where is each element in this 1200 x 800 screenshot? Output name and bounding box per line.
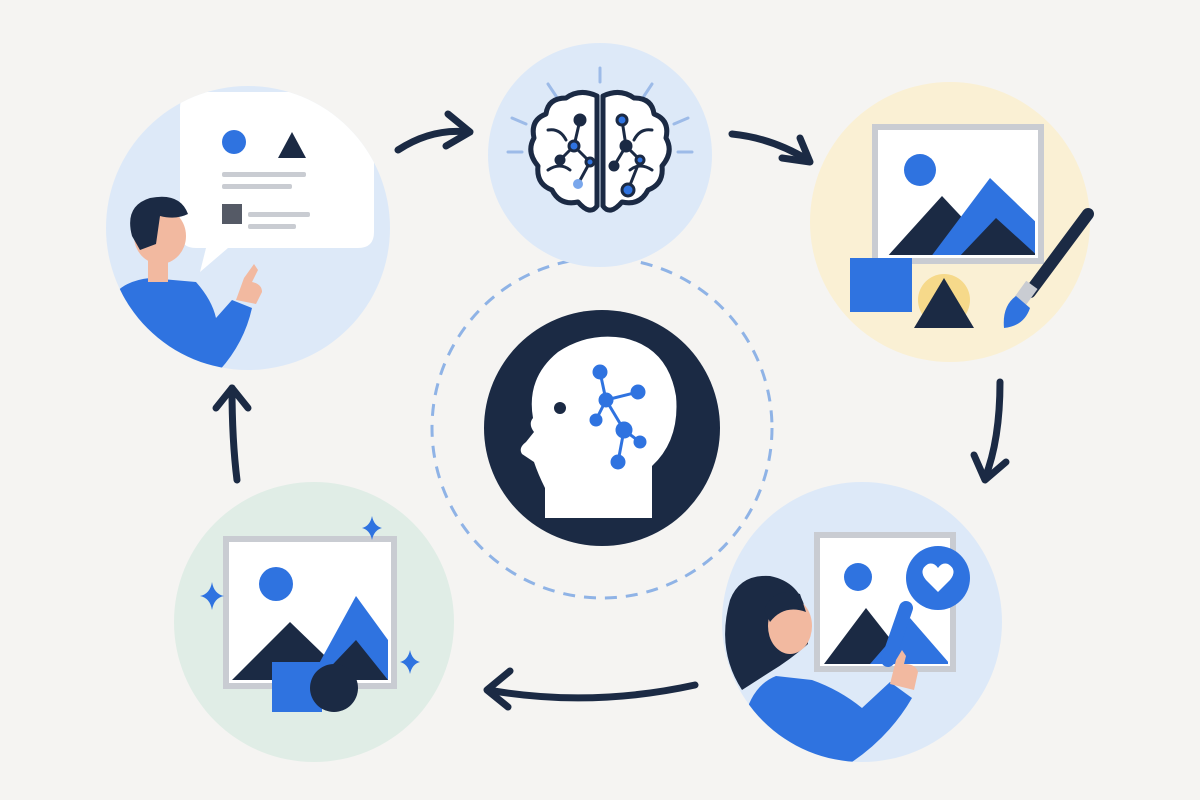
arrow-generation-to-feedback — [970, 378, 1010, 484]
brain-outline — [528, 90, 672, 213]
step-ai-processing — [488, 43, 712, 267]
square-icon — [850, 258, 912, 312]
center-ai — [430, 256, 774, 600]
pointing-hand-icon — [890, 650, 918, 690]
step-generation — [810, 82, 1094, 362]
pointing-hand-icon — [236, 264, 262, 304]
head-silhouette — [520, 336, 677, 518]
step-refined-output — [174, 482, 454, 762]
circle-icon — [310, 664, 358, 712]
brain-network-icon — [506, 66, 694, 213]
triangle-icon — [914, 278, 974, 328]
head-eye — [554, 402, 566, 414]
sparkle-icon — [200, 516, 420, 674]
circle-icon — [222, 130, 246, 154]
speech-bubble-icon — [180, 92, 374, 272]
arrow-feedback-to-output — [483, 667, 699, 711]
brain-circuit — [554, 113, 646, 198]
paintbrush-icon — [1003, 208, 1094, 328]
heart-icon — [881, 546, 970, 667]
flow-arrows — [212, 110, 1010, 711]
step-prompt — [106, 86, 390, 370]
image-frame-icon — [872, 124, 1044, 264]
brain-folds — [546, 128, 654, 172]
brain-bg-circle — [488, 43, 712, 267]
square-icon — [222, 204, 242, 224]
arrow-prompt-to-brain — [394, 110, 474, 154]
triangle-icon — [278, 132, 306, 158]
ai-head-network-icon — [520, 336, 677, 518]
arrow-brain-to-generation — [728, 130, 814, 166]
text-lines-icon — [222, 172, 310, 229]
glow-rays — [506, 66, 694, 154]
step-feedback — [722, 482, 1002, 762]
arrow-output-to-prompt — [212, 384, 252, 484]
person-hair — [130, 196, 188, 250]
neural-nodes — [589, 364, 647, 470]
